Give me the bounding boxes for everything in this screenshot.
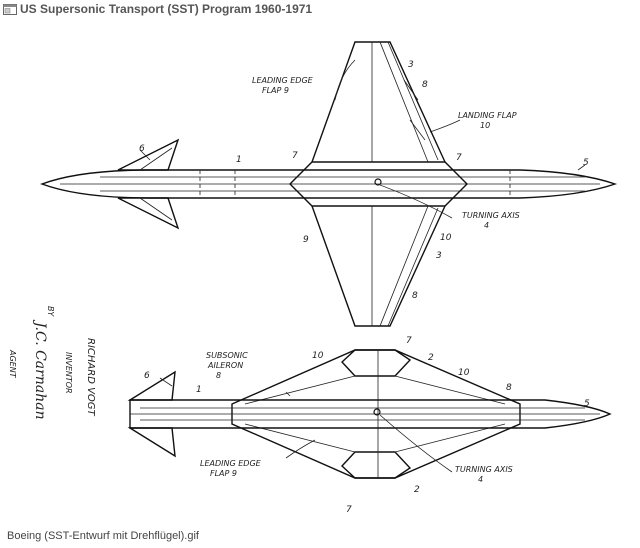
leading-edge-flap-number: FLAP 9: [262, 86, 289, 95]
image-caption: Boeing (SST-Entwurf mit Drehflügel).gif: [7, 530, 199, 542]
subsonic-aileron-label: AILERON: [207, 361, 243, 370]
turning-axis-number: 4: [484, 221, 489, 230]
part-number: 2: [428, 353, 434, 363]
inventor-name: RICHARD VOGT: [85, 338, 96, 417]
top-aircraft-view: [39, 41, 618, 327]
part-number: 10: [440, 233, 452, 243]
part-number: 5: [584, 399, 590, 409]
leading-edge-flap-number: FLAP 9: [210, 469, 237, 478]
part-number: 2: [414, 485, 420, 495]
inventor-label: INVENTOR: [64, 352, 73, 394]
bottom-view-labels: SUBSONIC AILERON 8 LEADING EDGE FLAP 9 T…: [144, 336, 590, 515]
part-number: 10: [458, 368, 470, 378]
landing-flap-label: LANDING FLAP: [458, 111, 517, 120]
part-number: 6: [144, 371, 150, 381]
subsonic-aileron-label: SUBSONIC: [206, 351, 248, 360]
part-number: 8: [412, 291, 418, 301]
part-number: 10: [312, 351, 324, 361]
part-number: 7: [292, 151, 298, 161]
agent-signature: J.C. Carnahan: [32, 319, 48, 420]
turning-axis-label: TURNING AXIS: [455, 465, 513, 474]
leading-edge-flap-label: LEADING EDGE: [200, 459, 262, 468]
part-number: 7: [406, 336, 412, 346]
part-number: 6: [139, 144, 145, 154]
by-label: BY: [46, 306, 55, 317]
part-number: 1: [236, 155, 242, 165]
title-bar: US Supersonic Transport (SST) Program 19…: [0, 0, 640, 20]
bottom-aircraft-view: [127, 349, 612, 479]
window-icon: [3, 4, 17, 15]
subsonic-aileron-number: 8: [216, 371, 221, 380]
window-title: US Supersonic Transport (SST) Program 19…: [20, 2, 313, 16]
part-number: 3: [436, 251, 442, 261]
part-number: 7: [346, 505, 352, 515]
patent-drawing: LEADING EDGE FLAP 9 LANDING FLAP 10 TURN…: [8, 41, 618, 515]
part-number: 3: [408, 60, 414, 70]
part-number: 8: [506, 383, 512, 393]
part-number: 8: [422, 80, 428, 90]
part-number: 7: [456, 153, 462, 163]
turning-axis-number: 4: [478, 475, 483, 484]
part-number: 5: [583, 158, 589, 168]
landing-flap-number: 10: [480, 121, 490, 130]
inventor-block: INVENTOR RICHARD VOGT BY J.C. Carnahan A…: [8, 306, 96, 420]
part-number: 1: [196, 385, 202, 395]
leading-edge-flap-label: LEADING EDGE: [252, 76, 314, 85]
turning-axis-label: TURNING AXIS: [462, 211, 520, 220]
top-view-labels: LEADING EDGE FLAP 9 LANDING FLAP 10 TURN…: [139, 60, 589, 301]
part-number: 9: [303, 235, 309, 245]
agent-label: AGENT: [8, 349, 17, 379]
